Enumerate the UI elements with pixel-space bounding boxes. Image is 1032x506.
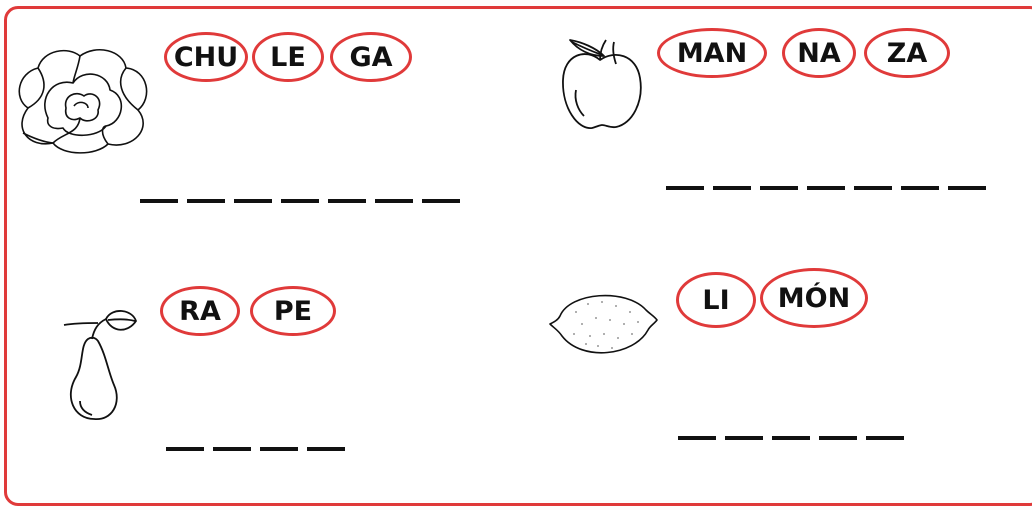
- answer-blank: [187, 199, 225, 203]
- answer-blank: [213, 447, 251, 451]
- answer-blanks: [678, 436, 913, 440]
- answer-blank: [375, 199, 413, 203]
- answer-blank: [140, 199, 178, 203]
- answer-blanks: [140, 199, 469, 203]
- lettuce-drawing: [18, 48, 148, 154]
- syllable-bubble: LI: [676, 272, 756, 328]
- answer-blank: [819, 436, 857, 440]
- answer-blank: [713, 186, 751, 190]
- syllable-bubble: LE: [252, 32, 324, 82]
- answer-blank: [166, 447, 204, 451]
- answer-blanks: [166, 447, 354, 451]
- apple-drawing: [562, 39, 642, 129]
- syllable-bubble: PE: [250, 286, 336, 336]
- answer-blank: [281, 199, 319, 203]
- syllable-bubble: CHU: [164, 32, 248, 82]
- answer-blank: [422, 199, 460, 203]
- answer-blank: [854, 186, 892, 190]
- answer-blank: [807, 186, 845, 190]
- worksheet-frame: [4, 6, 1032, 506]
- syllable-bubble: MAN: [657, 28, 767, 78]
- syllable-bubble: NA: [782, 28, 856, 78]
- answer-blank: [948, 186, 986, 190]
- answer-blanks: [666, 186, 995, 190]
- syllable-bubble: RA: [160, 286, 240, 336]
- answer-blank: [901, 186, 939, 190]
- answer-blank: [725, 436, 763, 440]
- syllable-bubble: GA: [330, 32, 412, 82]
- pear-drawing: [63, 310, 137, 420]
- lemon-drawing: [549, 294, 658, 354]
- syllable-bubble: MÓN: [760, 268, 868, 328]
- answer-blank: [760, 186, 798, 190]
- answer-blank: [678, 436, 716, 440]
- answer-blank: [772, 436, 810, 440]
- answer-blank: [260, 447, 298, 451]
- answer-blank: [666, 186, 704, 190]
- answer-blank: [866, 436, 904, 440]
- answer-blank: [307, 447, 345, 451]
- answer-blank: [234, 199, 272, 203]
- syllable-bubble: ZA: [864, 28, 950, 78]
- answer-blank: [328, 199, 366, 203]
